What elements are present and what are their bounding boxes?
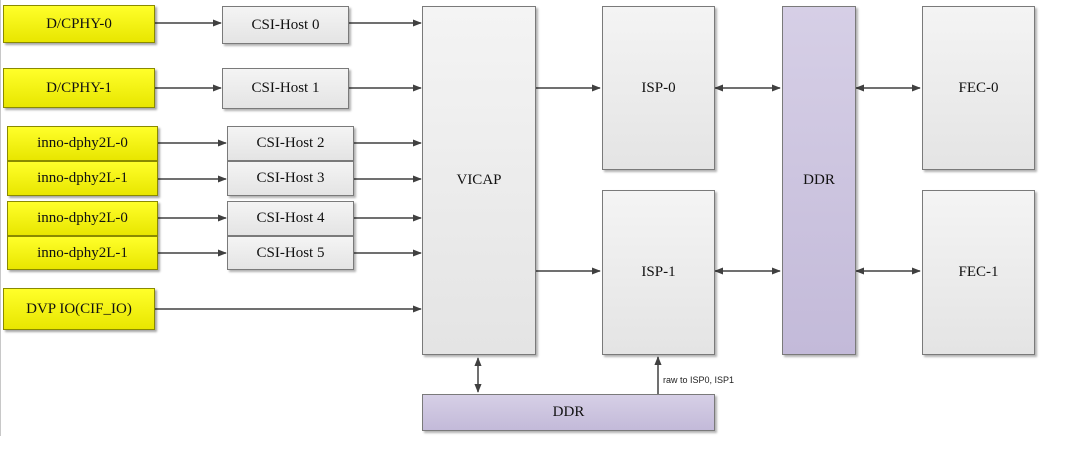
vicap-block: VICAP: [422, 6, 536, 355]
csi-host-5: CSI-Host 5: [227, 236, 354, 270]
isp-1-block: ISP-1: [602, 190, 715, 355]
input-inno-dphy2l-0-b: inno-dphy2L-0: [7, 201, 158, 236]
csi-host-2: CSI-Host 2: [227, 126, 354, 161]
input-inno-dphy2l-0: inno-dphy2L-0: [7, 126, 158, 161]
ddr-main-block: DDR: [782, 6, 856, 355]
input-dcphy-1: D/CPHY-1: [3, 68, 155, 108]
input-inno-dphy2l-1: inno-dphy2L-1: [7, 161, 158, 196]
raw-to-isp-annotation: raw to ISP0, ISP1: [663, 375, 735, 385]
isp-0-block: ISP-0: [602, 6, 715, 170]
fec-1-block: FEC-1: [922, 190, 1035, 355]
input-dvp-io: DVP IO(CIF_IO): [3, 288, 155, 330]
csi-host-1: CSI-Host 1: [222, 68, 349, 109]
csi-host-3: CSI-Host 3: [227, 161, 354, 196]
input-inno-dphy2l-1-b: inno-dphy2L-1: [7, 236, 158, 270]
csi-host-4: CSI-Host 4: [227, 201, 354, 236]
left-edge-line: [0, 0, 1, 436]
fec-0-block: FEC-0: [922, 6, 1035, 170]
ddr-bottom-block: DDR: [422, 394, 715, 431]
input-dcphy-0: D/CPHY-0: [3, 5, 155, 43]
csi-host-0: CSI-Host 0: [222, 6, 349, 44]
